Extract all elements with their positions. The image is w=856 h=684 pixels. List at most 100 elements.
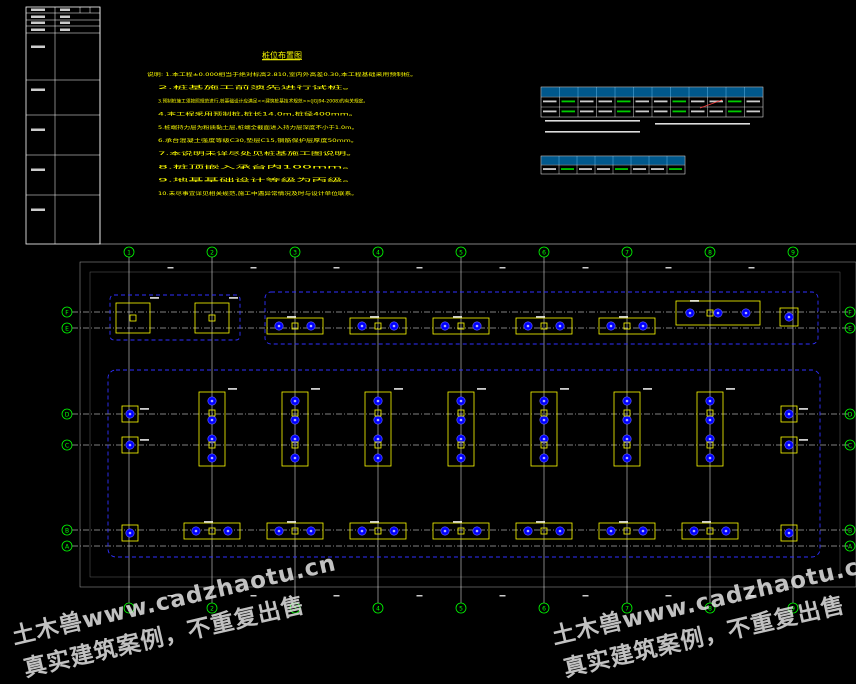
inner-dim-frame <box>89 271 841 578</box>
dimension-text <box>748 595 755 597</box>
pile-cap <box>780 405 798 423</box>
note-line-6: 6.承台混凝土强度等级C30,垫层C15,钢筋保护层厚度50mm。 <box>158 137 358 144</box>
axis-bubble-row <box>61 306 73 318</box>
pile-cap <box>515 522 573 540</box>
title-block-frame <box>25 6 101 245</box>
axis-label-col: 7 <box>625 605 629 612</box>
axis-bubble-col <box>289 246 301 258</box>
pile-table-header <box>541 87 763 97</box>
axis-label-col: 8 <box>708 605 712 612</box>
cap-table-cell <box>669 168 682 170</box>
pile-cap <box>515 317 573 335</box>
dimension-text <box>499 267 506 269</box>
axis-label-row: E <box>848 325 852 332</box>
axis-label-row: D <box>65 411 70 418</box>
axis-label-col: 6 <box>542 605 546 612</box>
outer-dim-frame <box>79 261 856 588</box>
pile-cap <box>281 391 309 467</box>
pile-table-cell <box>654 100 668 103</box>
cap-label <box>150 297 159 299</box>
pile-cap <box>121 436 139 454</box>
cap-label <box>477 388 486 390</box>
pile-center <box>459 456 463 460</box>
cap-table-cell <box>579 168 592 170</box>
axis-bubble-col <box>206 602 218 614</box>
axis-bubble-row <box>61 439 73 451</box>
cap-table-cell <box>651 168 664 170</box>
pile-center <box>277 529 281 533</box>
dimension-text <box>416 267 423 269</box>
axis-bubble-row <box>61 322 73 334</box>
axis-bubble-row <box>61 524 73 536</box>
pile-table-cell <box>672 100 686 103</box>
title-block-text <box>60 21 70 24</box>
axis-label-row: A <box>65 543 70 550</box>
cap-label <box>140 439 149 441</box>
column-stub <box>291 441 299 449</box>
pile-cap <box>266 522 324 540</box>
axis-label-row: B <box>65 527 69 534</box>
pile-center <box>787 531 791 535</box>
pile-center <box>692 529 696 533</box>
pile-center <box>688 311 692 315</box>
pile-center <box>459 418 463 422</box>
pile-center <box>609 324 613 328</box>
pile-center <box>128 412 132 416</box>
cap-label <box>799 408 808 410</box>
title-block <box>25 6 101 245</box>
title-block-text <box>31 128 45 131</box>
pile-table-cell <box>617 110 631 113</box>
dimension-text <box>665 267 672 269</box>
pile-table-cell <box>709 100 723 103</box>
dimension-text <box>582 267 589 269</box>
boundary-main <box>107 369 821 558</box>
axis-label-col: 2 <box>210 605 214 612</box>
axis-label-col: 4 <box>376 249 380 256</box>
pile-center <box>226 529 230 533</box>
pile-center <box>708 437 712 441</box>
drawing-title: 桩位布置图 <box>262 50 302 60</box>
cap-label <box>287 316 296 318</box>
column-stub <box>457 322 465 330</box>
dimension-text <box>748 267 755 269</box>
pile-cap <box>780 524 798 542</box>
pile-cap <box>780 436 798 454</box>
dimension-text <box>665 595 672 597</box>
dimension-text <box>333 595 340 597</box>
dimension-text <box>582 595 589 597</box>
pile-center <box>277 324 281 328</box>
pile-cap <box>432 317 490 335</box>
pile-center <box>542 399 546 403</box>
axis-label-row: C <box>65 442 69 449</box>
pile-center <box>376 418 380 422</box>
pile-cap <box>349 317 407 335</box>
pile-cap <box>266 317 324 335</box>
pile-center <box>128 531 132 535</box>
cap-label <box>229 297 238 299</box>
cap-label <box>690 300 699 302</box>
cap-label <box>536 316 545 318</box>
title-block-text <box>31 208 45 211</box>
axis-bubble-row <box>844 540 856 552</box>
boundary-top-left <box>109 294 241 341</box>
column-stub <box>623 527 631 535</box>
pile-center <box>459 437 463 441</box>
pile-center <box>210 418 214 422</box>
note-line-8: 8.桩顶嵌入承台内100mm。 <box>158 163 358 170</box>
dimension-text <box>499 595 506 597</box>
pile-center <box>724 529 728 533</box>
pile-table-cell <box>635 100 649 103</box>
note-line-7: 7.本说明未详尽处见桩基施工图说明。 <box>158 150 358 157</box>
pile-center <box>360 324 364 328</box>
pile-cap <box>121 405 139 423</box>
axis-label-row: F <box>848 309 852 316</box>
axis-bubble-row <box>844 408 856 420</box>
pile-table-cell <box>580 110 594 113</box>
cap-label <box>619 521 628 523</box>
axis-label-col: 3 <box>293 605 297 612</box>
note-line-2: 2.桩基施工前须先进行试桩。 <box>158 84 358 91</box>
column-stub <box>129 314 137 322</box>
cap-label <box>619 316 628 318</box>
pile-table-cell <box>728 110 742 113</box>
